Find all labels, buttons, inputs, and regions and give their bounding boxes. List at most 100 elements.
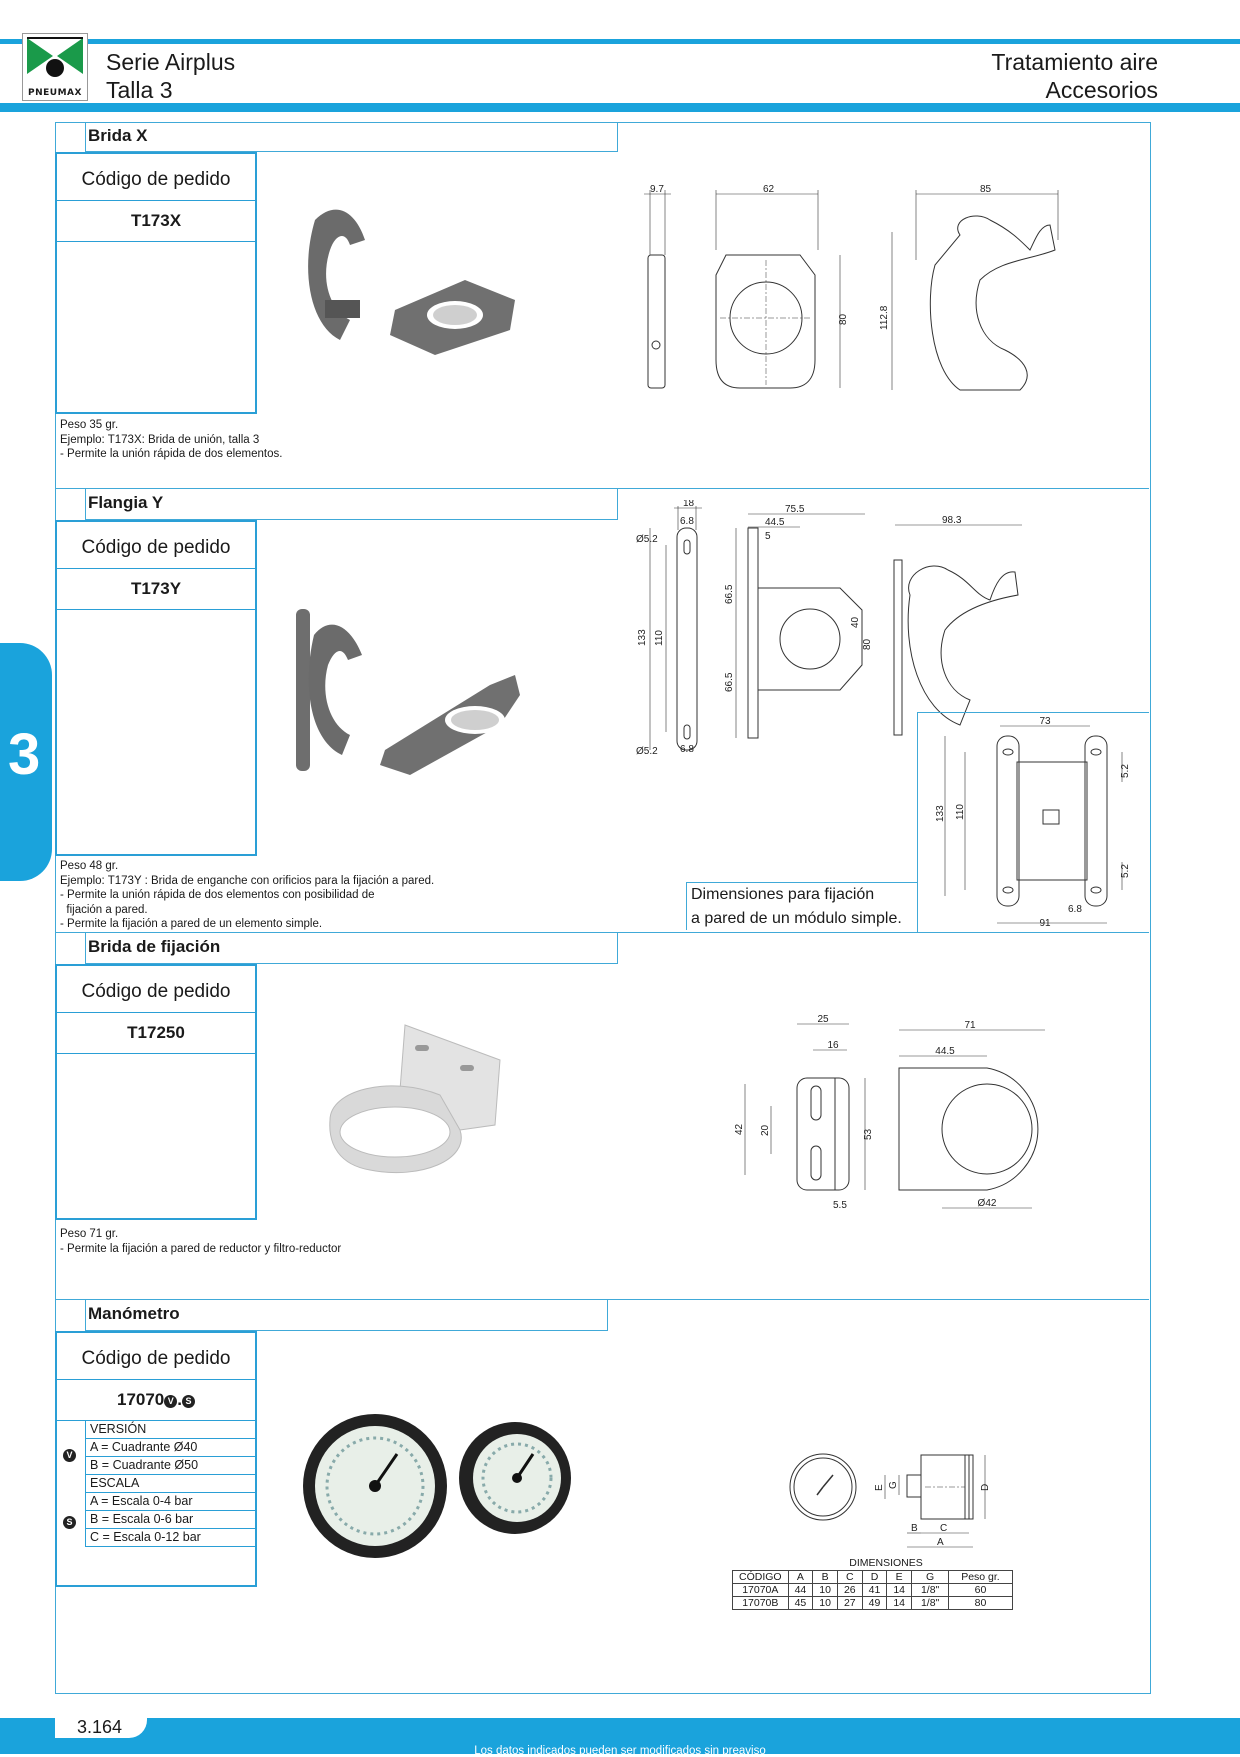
dim-label: 80 (862, 638, 873, 650)
dim-label: Ø5.2 (636, 534, 658, 545)
table-row: 17070A 44 10 26 41 14 1/8" 60 (732, 1583, 1013, 1597)
order-label: Código de pedido (57, 966, 255, 1013)
version-option: A = Cuadrante Ø40 (85, 1439, 255, 1457)
dim-label: 6.8 (680, 744, 694, 755)
logo-mark-icon (27, 37, 83, 77)
section-title-manometro: Manómetro (85, 1299, 608, 1331)
order-code: T173X (57, 201, 255, 242)
dim-label: 71 (964, 1020, 976, 1031)
table-header: E (886, 1570, 913, 1584)
order-box-brida-fijacion: Código de pedido T17250 (55, 964, 257, 1220)
series-title: Serie Airplus (106, 49, 236, 75)
dim-label: G (888, 1481, 899, 1489)
dim-label: 5.2 (1120, 864, 1131, 878)
dim-label: 73 (1039, 716, 1051, 727)
dim-label: 5 (765, 531, 771, 542)
brida-fijacion-dimension-drawing: 25 16 42 20 53 5.5 71 44.5 Ø42 (734, 1014, 1045, 1211)
logo-wordmark: PNEUMAX (28, 88, 82, 98)
header-bottom-rule (0, 103, 1240, 112)
table-cell: 26 (836, 1583, 863, 1597)
page-number: 3.164 (55, 1717, 147, 1738)
note-line: Peso 48 gr. (60, 860, 119, 872)
chapter-tab: 3 (0, 643, 52, 881)
brida-fijacion-product-photo (329, 1024, 501, 1174)
section-title-flangia-y: Flangia Y (85, 488, 618, 520)
table-cell: 10 (812, 1583, 838, 1597)
order-label: Código de pedido (57, 522, 255, 569)
pneumax-logo: PNEUMAX (22, 33, 88, 101)
table-cell: 60 (948, 1583, 1013, 1597)
note-line: - Permite la unión rápida de dos element… (60, 448, 283, 460)
dim-label: 16 (827, 1040, 839, 1051)
inset-frame-top (917, 712, 1149, 713)
flangia-y-product-photo (296, 609, 520, 775)
subcategory-title: Accesorios (1045, 77, 1158, 103)
table-cell: 49 (861, 1596, 888, 1610)
dim-label: 53 (863, 1128, 874, 1140)
note-line: - Permite la fijación a pared de reducto… (60, 1242, 342, 1255)
dim-label: 112.8 (879, 305, 890, 330)
flangia-y-dimension-drawing: 18 6.8 Ø5.2 133 110 Ø5.2 6.8 75.5 44.5 5… (636, 500, 1022, 757)
table-header: G (911, 1570, 950, 1584)
section-title-brida-x: Brida X (85, 122, 618, 152)
header-top-rule (0, 39, 1240, 44)
order-code: T17250 (57, 1013, 255, 1054)
table-cell: 44 (787, 1583, 814, 1597)
notes-flangia-y: Peso 48 gr. Ejemplo: T173Y : Brida de en… (60, 859, 434, 932)
table-cell: 41 (861, 1583, 888, 1597)
brida-x-dimension-drawing: 9.7 62 80 85 112.8 (644, 184, 1059, 391)
footer-disclaimer: Los datos indicados pueden ser modificad… (474, 1745, 766, 1757)
dim-label: 9.7 (650, 184, 664, 195)
dim-label: 20 (760, 1124, 771, 1136)
table-cell: 10 (812, 1596, 838, 1610)
scale-badge: S (63, 1516, 76, 1529)
dim-label: 18 (683, 500, 695, 509)
dim-label: 44.5 (765, 517, 785, 528)
inset-frame-left (917, 712, 918, 932)
dim-label: 25 (817, 1014, 829, 1025)
table-cell: 17070A (732, 1583, 789, 1597)
manometro-product-photo (303, 1414, 571, 1558)
table-header: Peso gr. (948, 1570, 1013, 1584)
dim-label: 98.3 (942, 515, 962, 526)
dim-label: 91 (1039, 918, 1051, 929)
note-line: - Permite la unión rápida de dos element… (60, 889, 375, 901)
dim-label: 66.5 (724, 672, 735, 692)
version-title: VERSIÓN (85, 1421, 255, 1439)
table-cell: 14 (886, 1583, 913, 1597)
table-header: A (787, 1570, 814, 1584)
version-option: B = Cuadrante Ø50 (85, 1457, 255, 1475)
dim-label: A (937, 1537, 944, 1548)
dimensions-table: CÓDIGO A B C D E G Peso gr. 17070A 44 10… (732, 1570, 1013, 1610)
table-row: 17070B 45 10 27 49 14 1/8" 80 (732, 1596, 1013, 1610)
order-code-base: 17070 (116, 1390, 165, 1409)
section-divider (55, 932, 1149, 933)
dim-label: C (940, 1523, 947, 1534)
dim-label: 5.5 (833, 1200, 847, 1211)
dim-label: Ø42 (978, 1198, 997, 1209)
dim-label: 6.8 (680, 516, 694, 527)
table-cell: 80 (948, 1596, 1013, 1610)
dim-label: Ø5.2 (636, 746, 658, 757)
note-line: Peso 35 gr. (60, 419, 119, 431)
dim-label: 62 (763, 184, 775, 195)
note-line: fijación a pared. (60, 903, 148, 916)
dim-label: 66.5 (724, 584, 735, 604)
table-cell: 14 (886, 1596, 913, 1610)
table-cell: 27 (836, 1596, 863, 1610)
brida-x-product-photo (308, 209, 515, 355)
note-line: - Permite la fijación a pared de un elem… (60, 918, 323, 930)
version-badge: V (164, 1395, 178, 1408)
dim-label: 6.8 (1068, 904, 1082, 915)
scale-option: B = Escala 0-6 bar (85, 1511, 255, 1529)
dim-label: B (911, 1523, 918, 1534)
option-table: VERSIÓN A = Cuadrante Ø40 B = Cuadrante … (63, 1421, 255, 1547)
note-line: Ejemplo: T173X: Brida de unión, talla 3 (60, 433, 260, 446)
version-badge: V (63, 1449, 76, 1462)
table-header-row: CÓDIGO A B C D E G Peso gr. (732, 1570, 1013, 1584)
dimensions-table-title: DIMENSIONES (849, 1557, 923, 1569)
order-label: Código de pedido (57, 1333, 255, 1380)
dim-label: 75.5 (785, 504, 805, 515)
dim-label: 133 (935, 805, 946, 822)
